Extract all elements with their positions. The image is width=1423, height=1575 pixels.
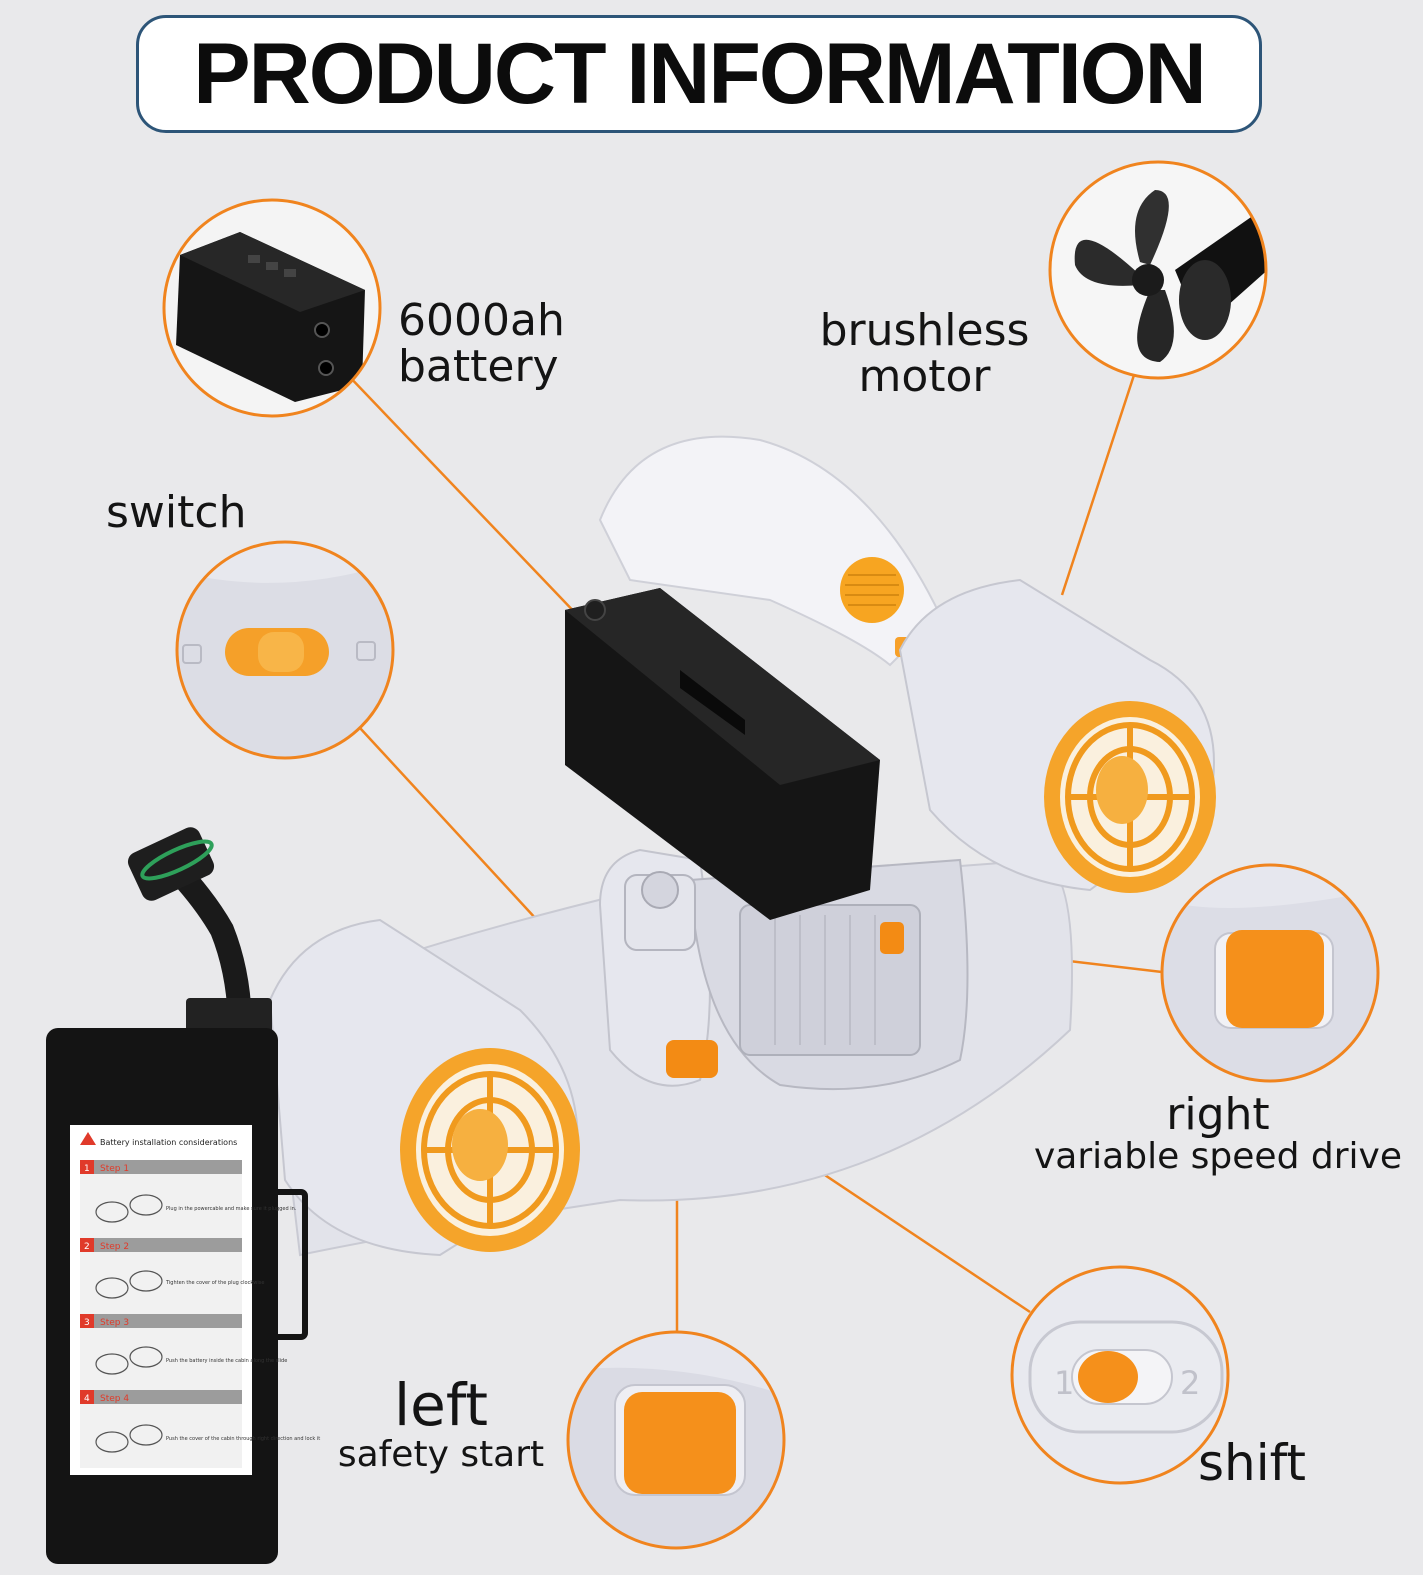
shift-label-text: shift (1198, 1434, 1306, 1492)
warning-icon (80, 1132, 96, 1145)
left-label-line2: safety start (337, 1433, 545, 1475)
left-callout-circle (566, 1330, 786, 1550)
title-banner: PRODUCT INFORMATION (136, 15, 1262, 133)
right-label-line2: variable speed drive (1034, 1136, 1402, 1178)
right-label: right variable speed drive (1022, 1089, 1414, 1178)
shift-position-1: 1 (1054, 1364, 1074, 1402)
switch-callout-circle (175, 540, 395, 760)
right-label-line1: right (1166, 1089, 1270, 1140)
left-label-line1: left (394, 1371, 488, 1439)
battery-label-line2: battery (398, 341, 559, 393)
shift-position-2: 2 (1180, 1364, 1200, 1402)
svg-text:Step 2: Step 2 (100, 1242, 129, 1252)
right-callout-circle (1160, 863, 1380, 1083)
svg-text:4: 4 (84, 1394, 90, 1404)
battery-label: 6000ah battery (398, 295, 565, 393)
shift-label: shift (1198, 1437, 1306, 1490)
svg-text:Step 3: Step 3 (100, 1318, 129, 1328)
left-thruster (268, 918, 580, 1257)
switch-label-text: switch (106, 487, 247, 538)
shift-callout-circle: 1 2 (1010, 1265, 1230, 1485)
motor-leader-line (1060, 371, 1137, 596)
motor-callout-circle (1048, 160, 1268, 380)
battery-pack-instructions: Battery installation considerations 1 St… (80, 1132, 320, 1468)
instructions-heading: Battery installation considerations (100, 1138, 237, 1147)
motor-label: brushless motor (812, 305, 1037, 403)
battery-block (565, 588, 880, 920)
svg-text:Push the battery inside the ca: Push the battery inside the cabin along … (166, 1358, 287, 1364)
left-label: left safety start (325, 1375, 557, 1474)
left-trigger (666, 1040, 718, 1078)
battery-callout-circle (162, 198, 382, 418)
svg-text:Step 4: Step 4 (100, 1394, 129, 1404)
right-thruster (898, 578, 1216, 893)
page-title: PRODUCT INFORMATION (193, 25, 1206, 122)
svg-text:Step 1: Step 1 (100, 1164, 129, 1174)
svg-text:1: 1 (84, 1164, 90, 1174)
svg-text:Plug in the powercable and mak: Plug in the powercable and make sure it … (166, 1206, 297, 1212)
svg-text:2: 2 (84, 1242, 90, 1252)
svg-text:3: 3 (84, 1318, 90, 1328)
motor-label-line1: brushless (819, 305, 1030, 356)
motor-label-line2: motor (858, 351, 991, 403)
svg-text:Push the cover of the cabin th: Push the cover of the cabin through righ… (166, 1436, 320, 1442)
switch-label: switch (106, 487, 247, 538)
svg-text:Tighten the cover of the plug: Tighten the cover of the plug clockwise (165, 1280, 264, 1286)
battery-label-line1: 6000ah (398, 295, 565, 346)
right-trigger (880, 922, 904, 954)
